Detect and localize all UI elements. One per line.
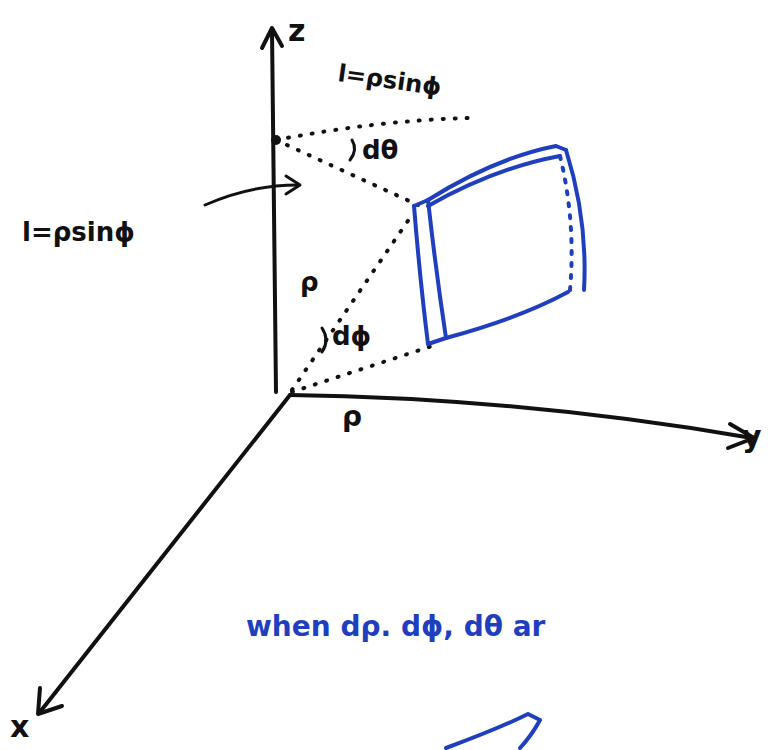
angle-arc [350, 140, 355, 160]
x-arrowhead [38, 688, 62, 714]
volume-element [560, 156, 572, 290]
angle-label: dϕ [332, 322, 371, 351]
leader-arrowhead [286, 176, 300, 194]
rho-line [292, 212, 414, 390]
volume-element [414, 146, 566, 206]
note-text: when dρ. dϕ, dθ ar [246, 612, 545, 643]
volume-element-small [446, 714, 540, 748]
rho-label: ρ [342, 402, 362, 433]
angle-arc [322, 328, 326, 352]
volume-element [428, 292, 568, 344]
y-axis [290, 395, 752, 438]
point [271, 135, 281, 145]
volume-element [428, 200, 446, 338]
angle-label: dθ [362, 136, 398, 165]
length-label: l=ρsinϕ [22, 218, 135, 247]
z-axis [272, 30, 276, 392]
rho-label: ρ [300, 268, 319, 297]
volume-element [428, 156, 560, 206]
axis-label: y [742, 420, 762, 453]
x-axis [40, 395, 290, 712]
leader-arrow [205, 185, 298, 205]
volume-element [414, 206, 428, 344]
volume-element [566, 150, 585, 290]
z-arrowhead [262, 28, 282, 48]
rho-line [292, 346, 432, 392]
axis-label: z [288, 14, 305, 47]
axis-label: x [10, 710, 29, 743]
length-label: l=ρsinϕ [336, 60, 443, 101]
